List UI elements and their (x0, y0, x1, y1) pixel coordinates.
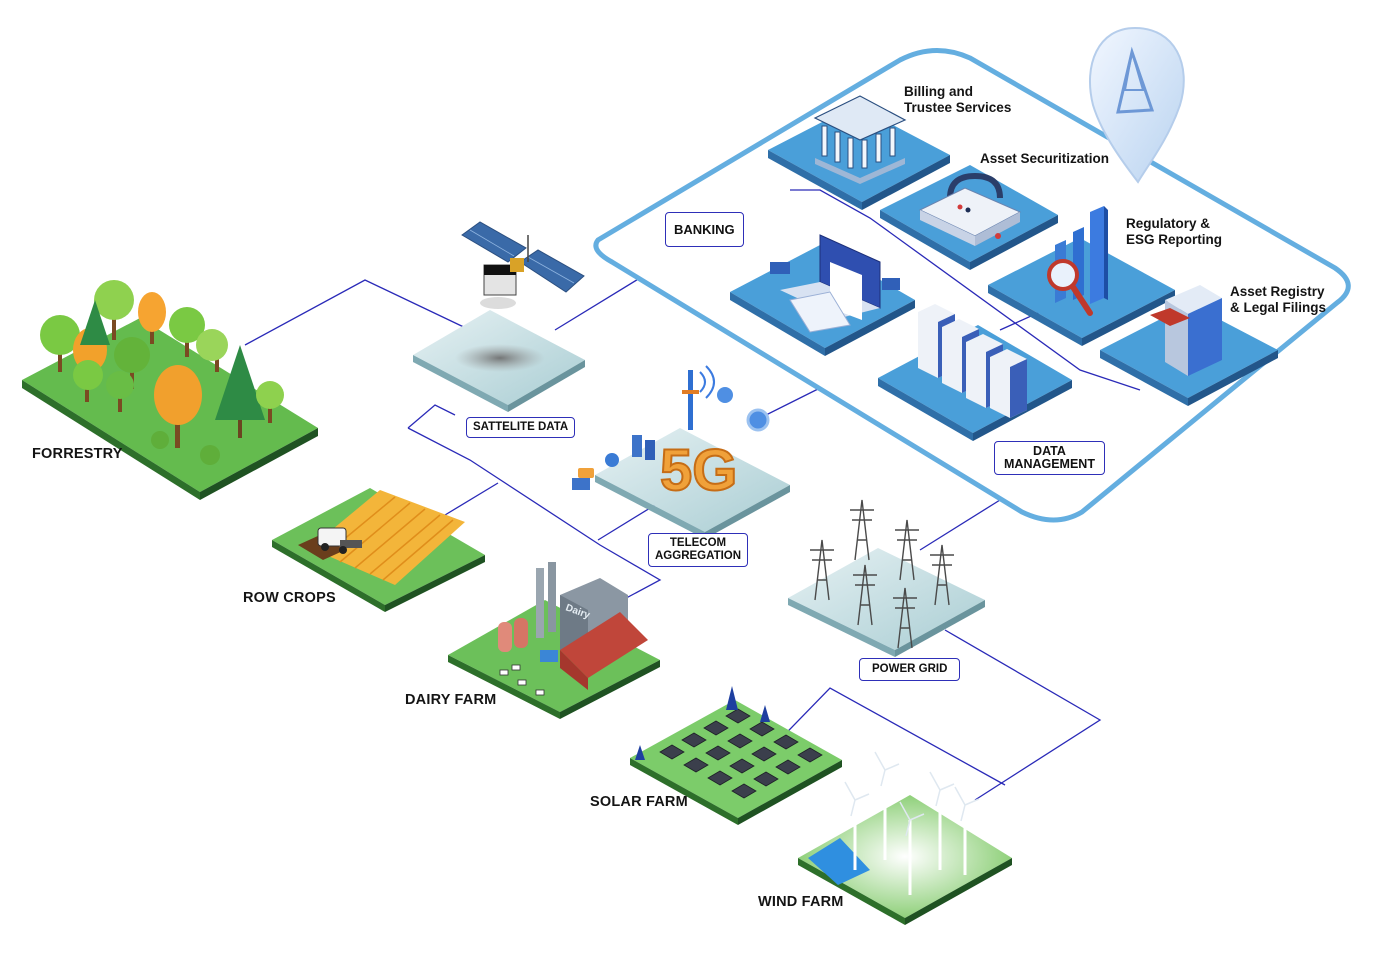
regulatory-line2: ESG Reporting (1126, 232, 1223, 247)
regulatory-reporting-label: Regulatory & ESG Reporting (1126, 216, 1222, 248)
laptop-icon (780, 234, 881, 333)
dairy-farm-label: DAIRY FARM (405, 692, 497, 708)
forestry-label: FORRESTRY (32, 446, 123, 462)
solar-farm-tile (630, 686, 842, 825)
billing-tile (768, 95, 950, 210)
row-crops-tile (272, 488, 485, 612)
securitization-tile (880, 165, 1058, 270)
solar-panel-icons (659, 708, 823, 799)
banking-tag: BANKING (665, 212, 744, 247)
satellite-icon (461, 221, 585, 309)
telecom-tag-line1: TELECOM (669, 537, 727, 549)
data-mgmt-tag-line1: DATA (1033, 444, 1066, 458)
five-g-tower-icon: 5G (659, 365, 738, 504)
registry-line1: Asset Registry (1230, 284, 1325, 299)
power-grid-tile (788, 499, 985, 657)
billing-line1: Billing and (904, 84, 973, 99)
telecom-tag-line2: AGGREGATION (655, 550, 742, 562)
bank-building-icon (813, 95, 907, 184)
logo-pin-icon (1089, 26, 1185, 184)
lock-icon (918, 172, 1022, 246)
wind-farm-tile (798, 751, 1012, 925)
registry-tile (1100, 285, 1278, 406)
filing-cabinet-icon (1150, 285, 1222, 376)
tree-icons (40, 280, 284, 465)
satellite-data-tag: SATTELITE DATA (466, 417, 576, 438)
five-g-label: 5G (660, 438, 737, 503)
satellite-tile (413, 221, 585, 412)
telecom-tile: 5G (572, 365, 790, 539)
magnifier-icon (1047, 259, 1093, 316)
row-crops-label: ROW CROPS (243, 590, 336, 606)
regulatory-line1: Regulatory & (1126, 216, 1211, 231)
data-management-tile (878, 304, 1072, 441)
wind-turbine-icons (853, 770, 967, 895)
telecom-aggregation-tag: TELECOM AGGREGATION (648, 533, 749, 567)
data-mgmt-tag-line2: MANAGEMENT (1004, 457, 1095, 471)
financial-platform-outline (593, 47, 1351, 523)
transmission-tower-icons (810, 499, 954, 649)
data-management-tag: DATA MANAGEMENT (994, 441, 1105, 475)
solar-farm-label: SOLAR FARM (590, 794, 688, 810)
asset-securitization-label: Asset Securitization (980, 151, 1110, 166)
asset-registry-label: Asset Registry & Legal Filings (1230, 284, 1326, 316)
harvester-icon (317, 527, 362, 554)
wind-farm-label: WIND FARM (758, 894, 844, 910)
regulatory-tile (988, 206, 1175, 346)
dairy-farm-tile: Dairy (448, 562, 660, 719)
laptop-tile (730, 234, 915, 356)
registry-line2: & Legal Filings (1230, 300, 1327, 315)
forestry-tile (22, 280, 318, 500)
billing-line2: Trustee Services (904, 100, 1012, 115)
power-grid-tag: POWER GRID (859, 658, 961, 681)
billing-services-label: Billing and Trustee Services (904, 84, 1011, 116)
server-rack-icons (918, 304, 1027, 418)
